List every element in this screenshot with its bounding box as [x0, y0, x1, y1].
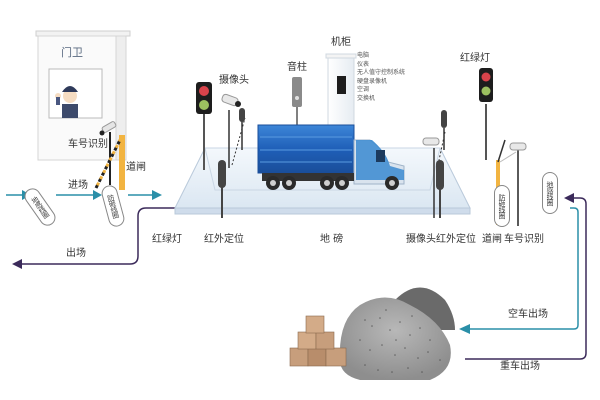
bottom-label-weighbridge: 地 磅 — [320, 234, 344, 245]
loaded-exit-arrow — [465, 193, 587, 360]
cargo-boxes — [289, 315, 347, 367]
plate-recognition-label-left: 车号识别 — [68, 139, 108, 150]
bottom-label-infrared-left: 红外定位 — [204, 234, 244, 245]
camera-right — [422, 131, 446, 218]
bottom-label-barrier: 道闸 — [482, 234, 502, 245]
infrared-sensor-left — [218, 108, 245, 218]
anti-smash-loop-left-label: 防砸线圈 — [106, 193, 120, 219]
material-pile — [339, 287, 455, 380]
anti-smash-loop-right-label: 防砸线圈 — [498, 194, 506, 218]
loaded-exit-label: 重车出场 — [500, 361, 540, 372]
green-light-icon — [481, 86, 491, 96]
traffic-light-left — [196, 82, 212, 170]
exit-label: 出场 — [66, 248, 86, 259]
bottom-label-infrared-right: 红外定位 — [436, 234, 476, 245]
cabinet-label: 机柜 — [331, 37, 351, 48]
ground-loop-right: 地感线圈 — [542, 172, 558, 214]
bottom-label-camera: 摄像头 — [406, 234, 436, 245]
traffic-light-right — [479, 68, 493, 160]
barrier-label-left: 道闸 — [126, 162, 146, 173]
bottom-label-plate-recognition: 车号识别 — [504, 234, 544, 245]
guard-booth — [35, 30, 131, 161]
empty-exit-arrow — [459, 207, 579, 334]
traffic-light-right-label: 红绿灯 — [460, 53, 490, 64]
empty-exit-label: 空车出场 — [508, 309, 548, 320]
entry-label: 进场 — [68, 180, 88, 191]
red-light-icon — [481, 72, 491, 82]
cabinet-item: 空调 — [357, 86, 370, 93]
booth-roof — [35, 30, 131, 37]
guard-booth-label: 门卫 — [61, 46, 83, 59]
cabinet-items: 电脑 仪表 无人值守控制系统 硬盘录像机 空调 交换机 — [357, 52, 405, 103]
red-light-icon — [199, 86, 209, 96]
anti-smash-loop-right: 防砸线圈 — [494, 185, 510, 227]
barrier-post — [119, 135, 125, 190]
cabinet-screen — [337, 76, 346, 94]
ground-loop-right-label: 地感线圈 — [546, 181, 554, 205]
cabinet-item: 仪表 — [357, 60, 370, 68]
speaker-column — [292, 77, 302, 125]
truck-icon — [257, 124, 405, 190]
guard-figure-icon — [55, 86, 78, 118]
barrier-arm — [94, 137, 123, 189]
speaker-label: 音柱 — [287, 62, 307, 73]
cabinet-item: 无人值守控制系统 — [357, 69, 406, 76]
green-light-icon — [199, 100, 209, 110]
barrier-gate-left — [94, 135, 125, 190]
bottom-label-traffic-light: 红绿灯 — [152, 234, 182, 245]
exit-flow-arrow — [12, 207, 175, 269]
camera-left-label: 摄像头 — [219, 75, 249, 86]
infrared-sensor-right — [436, 110, 447, 218]
cabinet-item: 电脑 — [357, 52, 370, 59]
camera-left — [221, 93, 246, 168]
cabinet-item: 交换机 — [357, 94, 376, 102]
plate-camera-right — [499, 142, 527, 226]
cabinet-item: 硬盘录像机 — [357, 77, 388, 85]
